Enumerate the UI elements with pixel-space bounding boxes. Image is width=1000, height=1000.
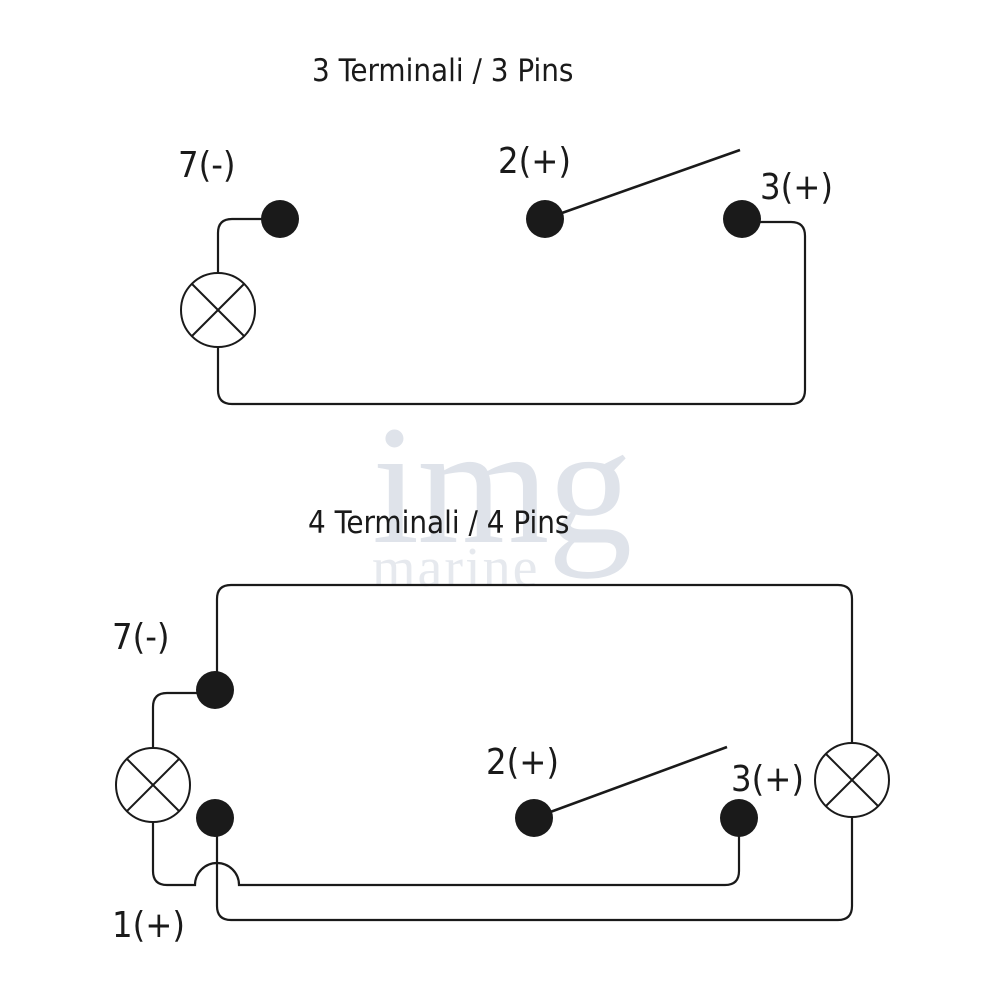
wire-bottom-lamp-left-to-3 (151, 818, 741, 887)
terminal-top-2 (526, 200, 564, 238)
terminal-bottom-1 (196, 799, 234, 837)
watermark-img: img (372, 391, 632, 579)
label-bottom-pin3: 3(+) (731, 759, 805, 800)
switch-arm-bottom (533, 745, 728, 820)
watermark-marine: marine (372, 537, 540, 599)
lamp-top (180, 272, 256, 348)
title-bottom: 4 Terminali / 4 Pins (308, 505, 570, 541)
title-top: 3 Terminali / 3 Pins (312, 53, 574, 89)
label-top-pin7: 7(-) (178, 145, 236, 186)
label-bottom-pin1: 1(+) (112, 905, 186, 946)
wire-bottom-1-to-lamp-right (215, 817, 854, 922)
wire-top-lamp-to-3 (216, 220, 807, 406)
label-top-pin2: 2(+) (498, 141, 572, 182)
lamp-bottom-left (115, 747, 191, 823)
label-top-pin3: 3(+) (760, 167, 834, 208)
lamp-bottom-right (814, 742, 890, 818)
terminal-bottom-7 (196, 671, 234, 709)
label-bottom-pin2: 2(+) (486, 742, 560, 783)
wire-bottom-7-to-lamp-left (151, 691, 215, 748)
terminal-top-3 (723, 200, 761, 238)
label-bottom-pin7: 7(-) (112, 617, 170, 658)
wire-bottom-7-top-loop (215, 583, 854, 743)
wire-top-7-to-lamp (216, 217, 280, 273)
switch-arm-top (544, 148, 741, 221)
terminal-bottom-2 (515, 799, 553, 837)
terminal-bottom-3 (720, 799, 758, 837)
terminal-top-7 (261, 200, 299, 238)
